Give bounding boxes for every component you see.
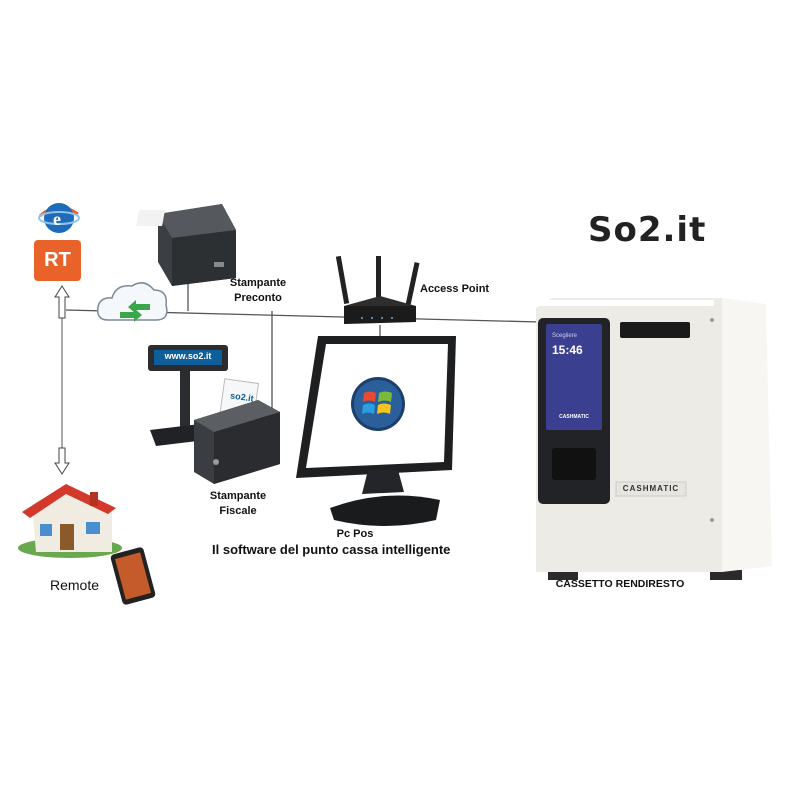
label-stampante-fiscale: Stampante Fiscale (198, 489, 278, 519)
label-stampante-preconto-line2: Preconto (234, 292, 282, 304)
label-stampante-fiscale-line2: Fiscale (219, 505, 257, 517)
windows-logo-icon (351, 377, 405, 431)
preconto-printer-image (136, 204, 236, 286)
rt-agency-logo: e (34, 203, 81, 281)
rt-badge-label: RT (44, 249, 71, 271)
tablet-image (110, 547, 156, 605)
coin-slot (620, 322, 690, 338)
cloud-icon (96, 282, 168, 322)
svg-text:e: e (53, 209, 61, 229)
globe-icon (44, 203, 74, 233)
register-time: 15:46 (552, 343, 583, 357)
register-plate: CASHMATIC (622, 484, 680, 493)
label-remote: Remote (50, 577, 100, 593)
label-stampante-fiscale-line1: Stampante (209, 490, 267, 502)
brand-logo: So2.it (588, 210, 707, 250)
pc-pos-image (296, 336, 456, 526)
double-arrow-icon (54, 285, 70, 475)
label-stampante-preconto-line1: Stampante (229, 277, 287, 289)
cashmatic-machine-image (536, 298, 772, 580)
label-stampante-preconto: Stampante Preconto (218, 276, 298, 306)
label-cassetto-rendiresto: CASSETTO RENDIRESTO (555, 578, 685, 590)
fiscal-printer-image (194, 378, 280, 484)
access-point-image (335, 255, 420, 324)
register-small-text: Scegliere (552, 333, 578, 339)
house-image (18, 484, 122, 558)
display-url: www.so2.it (164, 351, 212, 361)
label-tagline: Il software del punto cassa intelligente (212, 542, 451, 557)
register-brand: CASHMATIC (559, 414, 589, 420)
customer-display-image (148, 345, 228, 446)
display-screen (154, 350, 222, 365)
label-access-point: Access Point (420, 283, 490, 295)
touch-screen (546, 324, 602, 430)
label-pc-pos: Pc Pos (336, 528, 374, 540)
rt-badge (34, 240, 81, 281)
